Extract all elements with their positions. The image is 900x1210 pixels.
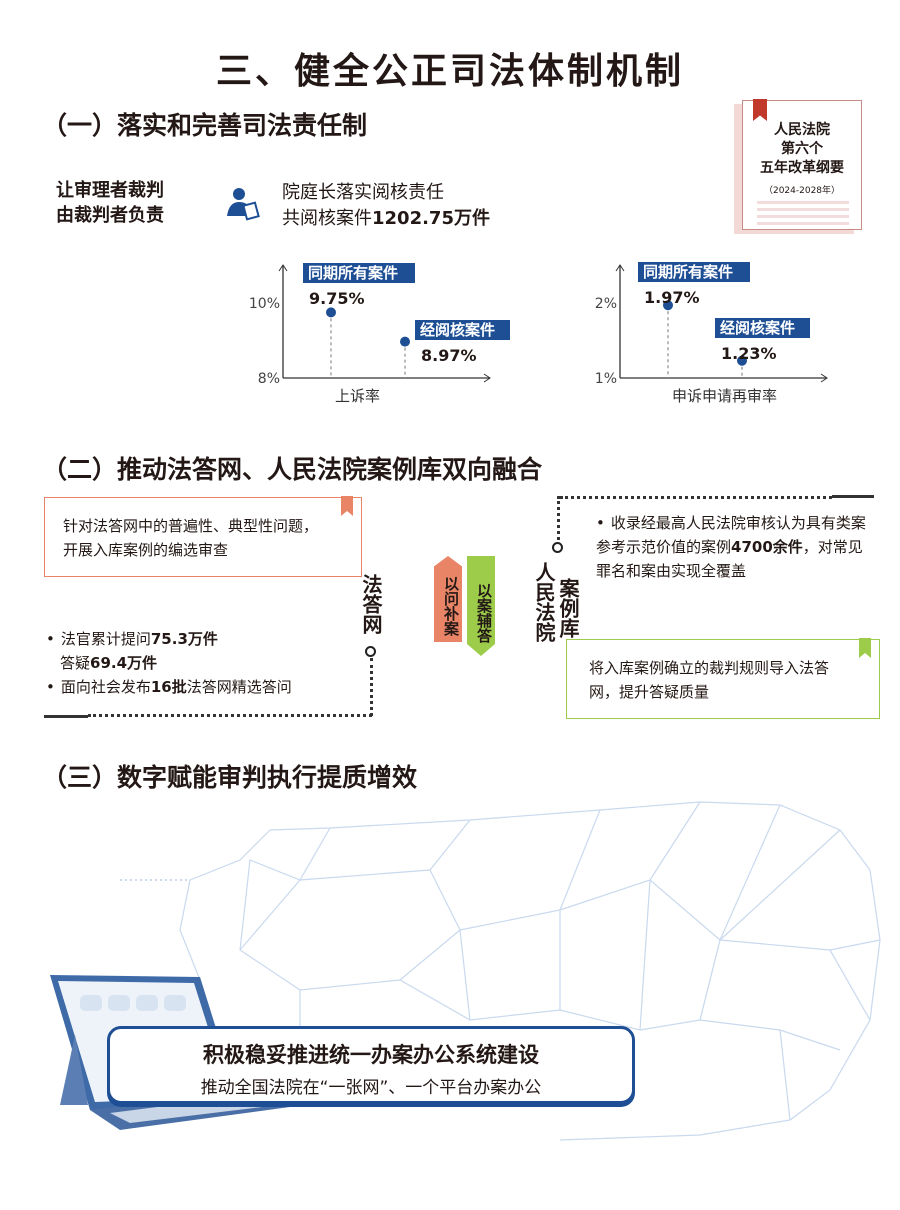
series-label-box [715, 318, 810, 338]
bullet-text: 法官累计提问 [60, 630, 151, 648]
series-label: 同期所有案件 [643, 263, 733, 281]
data-label: 9.75% [309, 289, 365, 308]
series-label: 经阅核案件 [420, 321, 495, 339]
x-axis-arrow [483, 373, 491, 383]
x-axis-arrow [820, 373, 828, 383]
stat-prefix: 共阅核案件 [282, 208, 372, 229]
bullet-value: 4700余件 [731, 538, 803, 556]
bullet-value: 16批 [150, 678, 187, 696]
bullet-text: 面向社会发布 [60, 678, 151, 696]
network-background-graphic [120, 801, 881, 1141]
right-box-text: 将入库案例确立的裁判规则导入法答网，提升答疑质量 [589, 659, 830, 701]
person-reviewing-icon [227, 188, 260, 221]
principle-label: 让审理者裁判 由裁判者负责 [56, 178, 164, 228]
system-construction-banner: 积极稳妥推进统一办案办公系统建设 推动全国法院在“一张网”、一个平台办案办公 [107, 1026, 635, 1104]
x-axis-label: 申诉申请再审率 [672, 387, 777, 405]
connector-line [370, 658, 373, 716]
section3-heading: （三）数字赋能审判执行提质增效 [42, 763, 418, 792]
series-label-box [415, 320, 510, 340]
principle-line: 由裁判者负责 [56, 205, 164, 226]
case-library-title-a: 人民法院 [532, 562, 556, 642]
y-axis-arrow [615, 264, 625, 272]
reform-outline-document-badge: 人民法院第六个五年改革纲要 （2024-2028年） [742, 99, 862, 230]
x-axis-label: 上诉率 [335, 387, 380, 405]
connector-line [557, 496, 560, 540]
series-label: 同期所有案件 [308, 264, 398, 282]
y-axis-arrow [278, 264, 288, 272]
right-bullet: 收录经最高人民法院审核认为具有类案参考示范价值的案例4700余件，对常见罪名和案… [596, 511, 866, 583]
stat-line: 院庭长落实阅核责任 [282, 182, 444, 203]
stat-value: 1202.75万件 [372, 208, 490, 229]
y-tick-label: 8% [258, 371, 280, 387]
bookmark-icon [341, 496, 353, 516]
left-info-box: 针对法答网中的普遍性、典型性问题，开展入库案例的编选审查 [44, 496, 362, 577]
badge-line: 第六个 [781, 141, 823, 157]
bullet-text: ，对常见罪名和案由实现全覆盖 [596, 538, 863, 580]
bullet-text: 法答网精选答问 [186, 678, 292, 696]
divider [832, 495, 874, 498]
bookmark-icon [859, 638, 871, 658]
principle-line: 让审理者裁判 [56, 180, 164, 201]
tag-case-supports-answer: 以案辅答 [467, 556, 495, 656]
data-point [663, 300, 673, 311]
data-point [400, 336, 410, 347]
y-tick-label: 2% [595, 296, 617, 312]
badge-line: 人民法院 [774, 122, 830, 138]
series-label: 经阅核案件 [720, 319, 795, 337]
y-tick-label: 1% [595, 371, 617, 387]
connector-line [560, 496, 832, 499]
fadawang-title: 法答网 [359, 574, 383, 634]
left-box-text: 针对法答网中的普遍性、典型性问题，开展入库案例的编选审查 [63, 517, 319, 559]
connector-dot [552, 542, 563, 553]
data-label: 8.97% [421, 346, 477, 365]
banner-subtitle: 推动全国法院在“一张网”、一个平台办案办公 [200, 1078, 542, 1098]
bullet-text: 答疑 [60, 654, 91, 672]
badge-years: （2024-2028年） [763, 186, 841, 196]
bullet-value: 75.3万件 [150, 630, 218, 648]
banner-title: 积极稳妥推进统一办案办公系统建设 [203, 1043, 539, 1067]
data-label: 1.23% [721, 344, 777, 363]
divider [44, 715, 88, 718]
series-label-box [638, 262, 750, 282]
bookmark-icon [753, 99, 767, 121]
y-tick-label: 10% [249, 296, 280, 312]
page-title: 三、健全公正司法体制机制 [215, 51, 684, 92]
case-library-title-b: 案例库 [556, 578, 580, 638]
badge-line: 五年改革纲要 [760, 160, 844, 176]
right-info-box: 将入库案例确立的裁判规则导入法答网，提升答疑质量 [566, 638, 880, 719]
connector-dot [365, 646, 376, 657]
series-label-box [303, 263, 415, 283]
appeal-rate-chart: 10% 8% 上诉率 同期所有案件 9.75% 经阅核案件 8.97% [249, 263, 510, 405]
left-bullets: 法官累计提问75.3万件 答疑69.4万件 面向社会发布16批法答网精选答问 [46, 627, 292, 699]
section2-heading: （二）推动法答网、人民法院案例库双向融合 [42, 455, 543, 484]
data-point [737, 355, 747, 366]
review-stat: 院庭长落实阅核责任 共阅核案件1202.75万件 [282, 180, 490, 232]
tag-question-supplements-case: 以问补案 [434, 556, 462, 642]
section1-heading: （一）落实和完善司法责任制 [42, 111, 368, 140]
connector-line [88, 714, 372, 717]
data-label: 1.97% [644, 288, 700, 307]
bullet-value: 69.4万件 [90, 654, 158, 672]
retrial-rate-chart: 2% 1% 申诉申请再审率 同期所有案件 1.97% 经阅核案件 1.23% [595, 262, 828, 405]
data-point [326, 307, 336, 318]
